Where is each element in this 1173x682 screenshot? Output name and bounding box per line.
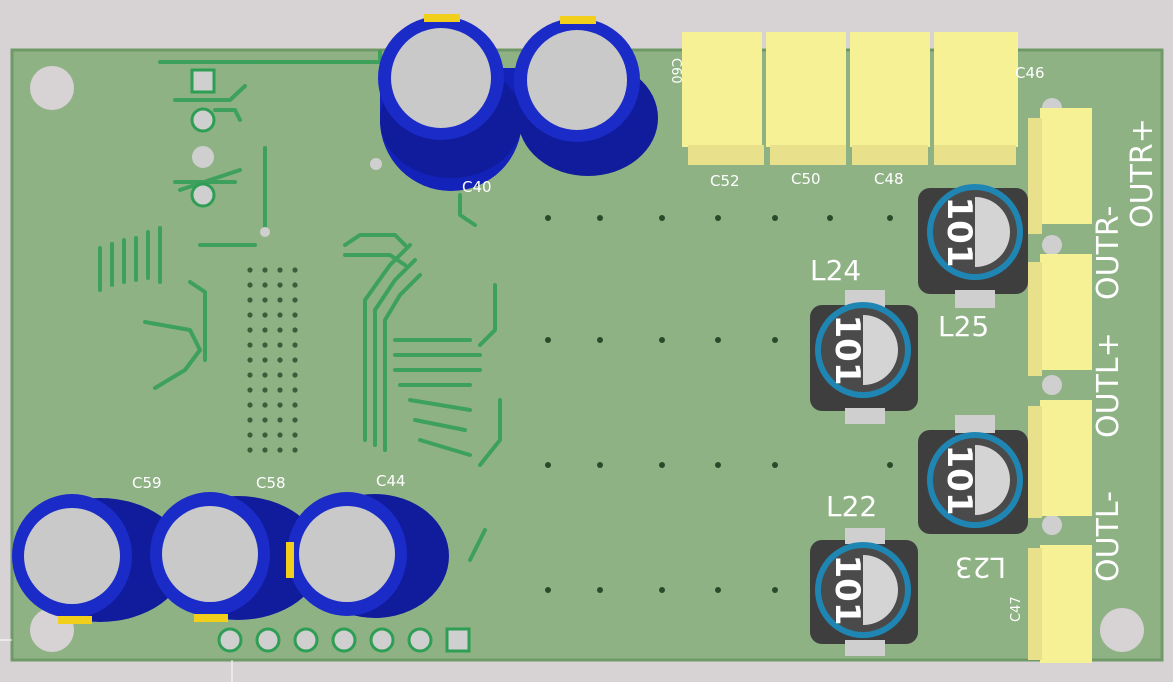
label-l22: L22 [826,490,877,523]
label-c40: C40 [462,178,492,196]
smd-capacitor-right-1 [1028,108,1092,234]
label-outr-minus: OUTR- [1091,206,1126,300]
inductor-l23: 101 [918,415,1028,534]
inductor-l24: 101 [810,290,918,424]
electrolytic-capacitor-c59 [12,494,186,624]
copper-traces [98,50,502,562]
label-outl-plus: OUTL+ [1091,332,1126,438]
electrolytic-capacitor-c58 [150,492,322,622]
inductor-l25: 101 [918,184,1028,308]
smd-capacitor-right-3 [1028,400,1092,518]
label-c59: C59 [132,474,162,492]
label-c47: C47 [1009,596,1024,622]
smd-capacitor-c46 [934,32,1018,165]
smd-capacitor-c50 [766,32,846,165]
smd-capacitor-right-2 [1028,254,1092,376]
output-pads [1042,98,1062,535]
smd-capacitor-c52 [682,32,764,165]
smd-capacitor-c48 [850,32,930,165]
label-c50: C50 [791,170,821,188]
electrolytic-capacitor-c40b [514,16,658,176]
header-pads-left [190,68,382,237]
label-l23: L23 [955,551,1006,584]
electrolytic-capacitor-c44 [286,492,449,618]
label-c52: C52 [710,172,740,190]
label-l24: L24 [810,254,861,287]
inductor-marking: 101 [827,555,867,626]
smd-capacitor-c47 [1028,545,1092,663]
label-c58: C58 [256,474,286,492]
header-pads-bottom [217,627,471,653]
label-c46: C46 [1015,64,1045,82]
via-array [247,267,298,453]
inductor-marking: 101 [939,197,979,268]
label-c44: C44 [376,472,406,490]
mounting-hole [30,66,74,110]
label-c60: C60 [668,58,683,84]
label-c48: C48 [874,170,904,188]
label-l25: L25 [938,310,989,343]
electrolytic-capacitor-c40 [378,14,522,191]
inductor-marking: 101 [827,315,867,386]
label-outl-minus: OUTL- [1091,491,1126,582]
mounting-hole [1100,608,1144,652]
inductor-l22: 101 [810,528,918,656]
stitching-vias [545,215,893,593]
inductor-marking: 101 [939,445,979,516]
label-outr-plus: OUTR+ [1125,118,1160,228]
